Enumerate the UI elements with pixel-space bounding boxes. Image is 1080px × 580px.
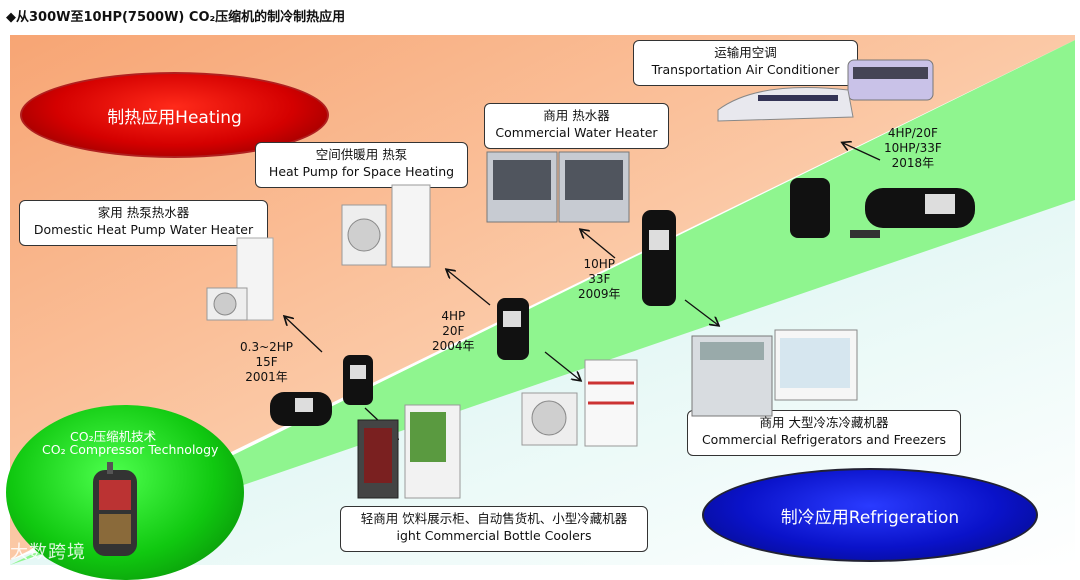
arrow-2004-refrig [544,351,580,380]
refrigeration-oval: 制冷应用Refrigeration [702,468,1038,562]
label-light-commercial: 轻商用 饮料展示柜、自动售货机、小型冷藏机器 ight Commercial B… [340,506,648,552]
large-refrig-en: Commercial Refrigerators and Freezers [701,432,947,447]
m4-power: 4HP/20F [887,126,938,140]
transport-en: Transportation Air Conditioner [651,62,840,77]
arrow-2009-large [684,299,718,325]
m4-year: 2018年 [891,156,935,170]
watermark: 大数跨境 [10,542,86,563]
arrow-2018-transport [843,143,881,161]
label-domestic: 家用 热泵热水器 Domestic Heat Pump Water Heater [19,200,268,246]
compressor-2001-icon [270,355,373,426]
arrow-2009-commercial [581,230,616,259]
commercial-water-cn: 商用 热水器 [543,108,610,123]
m2-power: 4HP [441,309,466,323]
space-heating-en: Heat Pump for Space Heating [268,164,455,179]
arrow-2004-space [447,270,491,306]
compressor-2004-icon [497,298,529,360]
co2-tech-en: CO₂ Compressor Technology [42,442,219,457]
compressor-cutaway-icon [93,462,137,556]
label-transport: 运输用空调 Transportation Air Conditioner [633,40,858,86]
space-heat-pump-icon [341,184,431,268]
domestic-water-heater-icon [206,237,274,321]
light-commercial-cn: 轻商用 饮料展示柜、自动售货机、小型冷藏机器 [360,511,628,526]
label-space-heating: 空间供暖用 热泵 Heat Pump for Space Heating [255,142,468,188]
commercial-water-heater-icon [486,151,630,223]
milestone-2018: 4HP/20F 10HP/33F 2018年 [884,126,942,171]
co2-tech-cn: CO₂压缩机技术 [70,429,157,444]
large-refrig-cn: 商用 大型冷冻冷藏机器 [759,415,889,430]
milestone-2004: 4HP 20F 2004年 [432,309,475,354]
domestic-en: Domestic Heat Pump Water Heater [33,222,254,237]
label-commercial-water: 商用 热水器 Commercial Water Heater [484,103,669,149]
domestic-cn: 家用 热泵热水器 [97,205,190,220]
large-refrigerator-icon [691,329,858,417]
commercial-water-en: Commercial Water Heater [495,125,658,140]
display-cooler-icon [521,359,638,447]
page-title: ◆从300W至10HP(7500W) CO₂压缩机的制冷制热应用 [6,10,346,25]
m2-frame: 20F [442,324,465,338]
vending-machine-icon [357,404,461,499]
arrow-2001-domestic [285,317,323,353]
m4-frame: 10HP/33F [884,141,942,155]
train-bus-icon [717,59,934,122]
heating-oval: 制热应用Heating [20,72,329,158]
compressor-2018-icon [790,178,975,238]
refrigeration-label: 制冷应用Refrigeration [780,507,960,528]
transport-cn: 运输用空调 [714,45,777,60]
heating-label: 制热应用Heating [107,107,242,128]
space-heating-cn: 空间供暖用 热泵 [315,147,408,162]
m3-power: 10HP [583,257,616,271]
milestone-2001: 0.3~2HP 15F 2001年 [240,340,293,385]
milestone-2009: 10HP 33F 2009年 [578,257,621,302]
m1-power: 0.3~2HP [240,340,294,354]
light-commercial-en: ight Commercial Bottle Coolers [396,528,592,543]
m3-year: 2009年 [578,287,621,301]
label-large-refrig: 商用 大型冷冻冷藏机器 Commercial Refrigerators and… [687,410,961,456]
m2-year: 2004年 [432,339,475,353]
m1-frame: 15F [255,355,278,369]
m1-year: 2001年 [245,370,288,384]
m3-frame: 33F [588,272,611,286]
green-band [10,40,1075,565]
compressor-2009-icon [642,210,676,306]
